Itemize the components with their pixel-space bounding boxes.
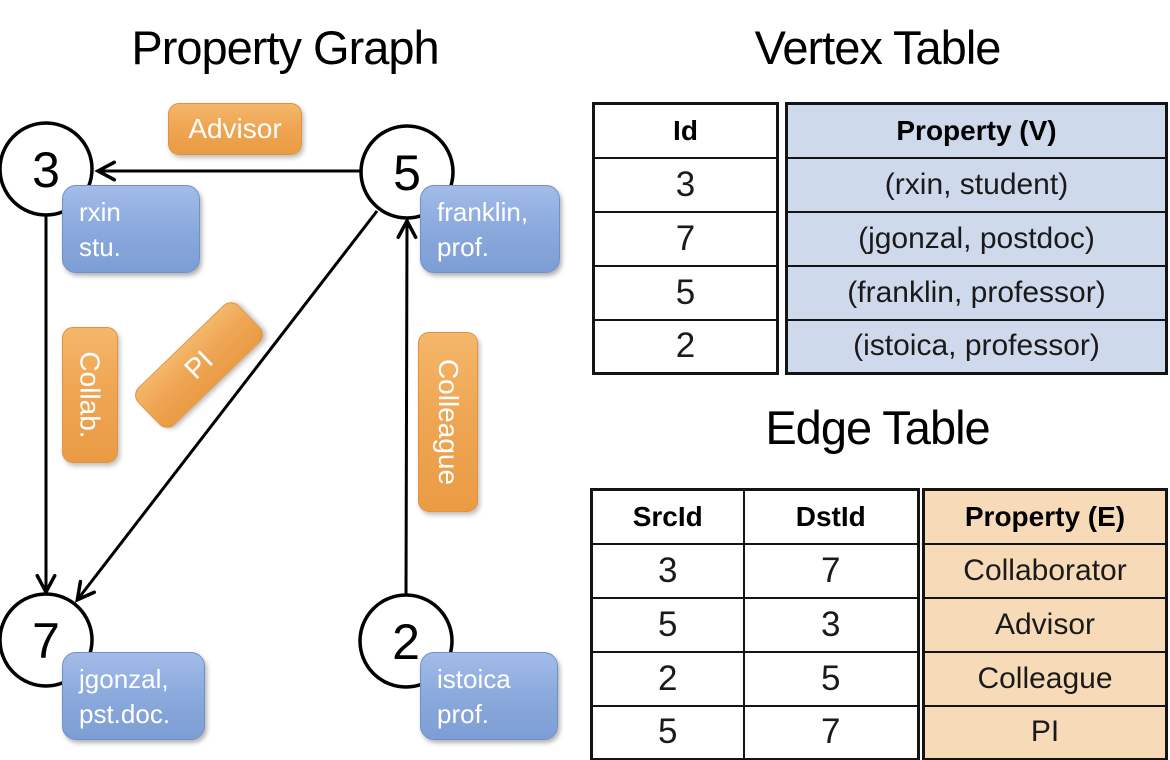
edge-label-advisor: Advisor: [168, 103, 302, 155]
property-graph-title: Property Graph: [131, 21, 439, 74]
edge-table-cell: Colleague: [922, 650, 1168, 707]
vertex-table-cell: (jgonzal, postdoc): [785, 210, 1168, 267]
edge-table-cell: 2: [590, 650, 745, 707]
vertex-table-property-header: Property (V): [785, 102, 1168, 159]
vertex-table-cell: (franklin, professor): [785, 264, 1168, 321]
vertex-table-property-column: Property (V) (rxin, student) (jgonzal, p…: [785, 102, 1168, 375]
vertex-table-cell: 5: [592, 264, 779, 321]
vertex-property-box-5: franklin, prof.: [420, 185, 560, 273]
edge-label-text: Collab.: [75, 351, 107, 439]
vertex-table-title: Vertex Table: [754, 21, 1002, 74]
edge-table-cell: 3: [590, 542, 745, 599]
vertex-table-cell: 3: [592, 156, 779, 213]
vertex-table-cell: (istoica, professor): [785, 318, 1168, 375]
edge-table-cell: 5: [590, 596, 745, 653]
vertex-property-line: stu.: [79, 232, 121, 262]
edge-arrow-5-to-7: [78, 210, 379, 599]
edge-label-colleague: Colleague: [418, 332, 478, 512]
edge-table-cell: PI: [922, 704, 1168, 760]
vertex-id-2: 2: [392, 614, 420, 670]
edge-label-collab: Collab.: [62, 327, 118, 463]
vertex-property-line: jgonzal,: [79, 664, 169, 694]
edge-arrow-2-to-5: [406, 222, 407, 596]
edge-table-property-column: Property (E) Collaborator Advisor Collea…: [922, 488, 1168, 760]
vertex-id-5: 5: [393, 145, 421, 201]
edge-table-cell: 3: [742, 596, 920, 653]
vertex-property-box-7: jgonzal, pst.doc.: [62, 652, 205, 740]
edge-table-srcid-header: SrcId: [590, 488, 745, 545]
edge-label-text: Advisor: [188, 113, 282, 144]
vertex-table-cell: 7: [592, 210, 779, 267]
vertex-property-line: rxin: [79, 197, 121, 227]
edge-table-cell: 5: [590, 704, 745, 760]
edge-label-text: Colleague: [433, 358, 465, 486]
edge-table-cell: 5: [742, 650, 920, 707]
vertex-property-line: pst.doc.: [79, 699, 171, 729]
vertex-id-3: 3: [32, 142, 60, 198]
vertex-property-box-3: rxin stu.: [62, 185, 200, 273]
vertex-property-line: prof.: [437, 699, 490, 729]
vertex-property-line: prof.: [437, 232, 490, 262]
vertex-table-id-column: Id 3 7 5 2: [592, 102, 779, 375]
edge-table-cell: 7: [742, 704, 920, 760]
vertex-property-box-2: istoica prof.: [420, 652, 558, 740]
vertex-id-7: 7: [32, 613, 60, 669]
vertex-property-line: istoica: [437, 664, 511, 694]
edge-table-property-header: Property (E): [922, 488, 1168, 545]
edge-label-text: PI: [178, 344, 219, 385]
vertex-property-line: franklin,: [437, 197, 529, 227]
edge-table-dstid-header: DstId: [742, 488, 920, 545]
edge-table-id-columns: SrcId DstId 3 7 5 3 2 5 5 7: [590, 488, 920, 760]
edge-table-cell: Advisor: [922, 596, 1168, 653]
edge-table-cell: 7: [742, 542, 920, 599]
edge-table-cell: Collaborator: [922, 542, 1168, 599]
vertex-table-cell: 2: [592, 318, 779, 375]
vertex-table-cell: (rxin, student): [785, 156, 1168, 213]
edge-table-title: Edge Table: [765, 401, 990, 454]
vertex-table-id-header: Id: [592, 102, 779, 159]
